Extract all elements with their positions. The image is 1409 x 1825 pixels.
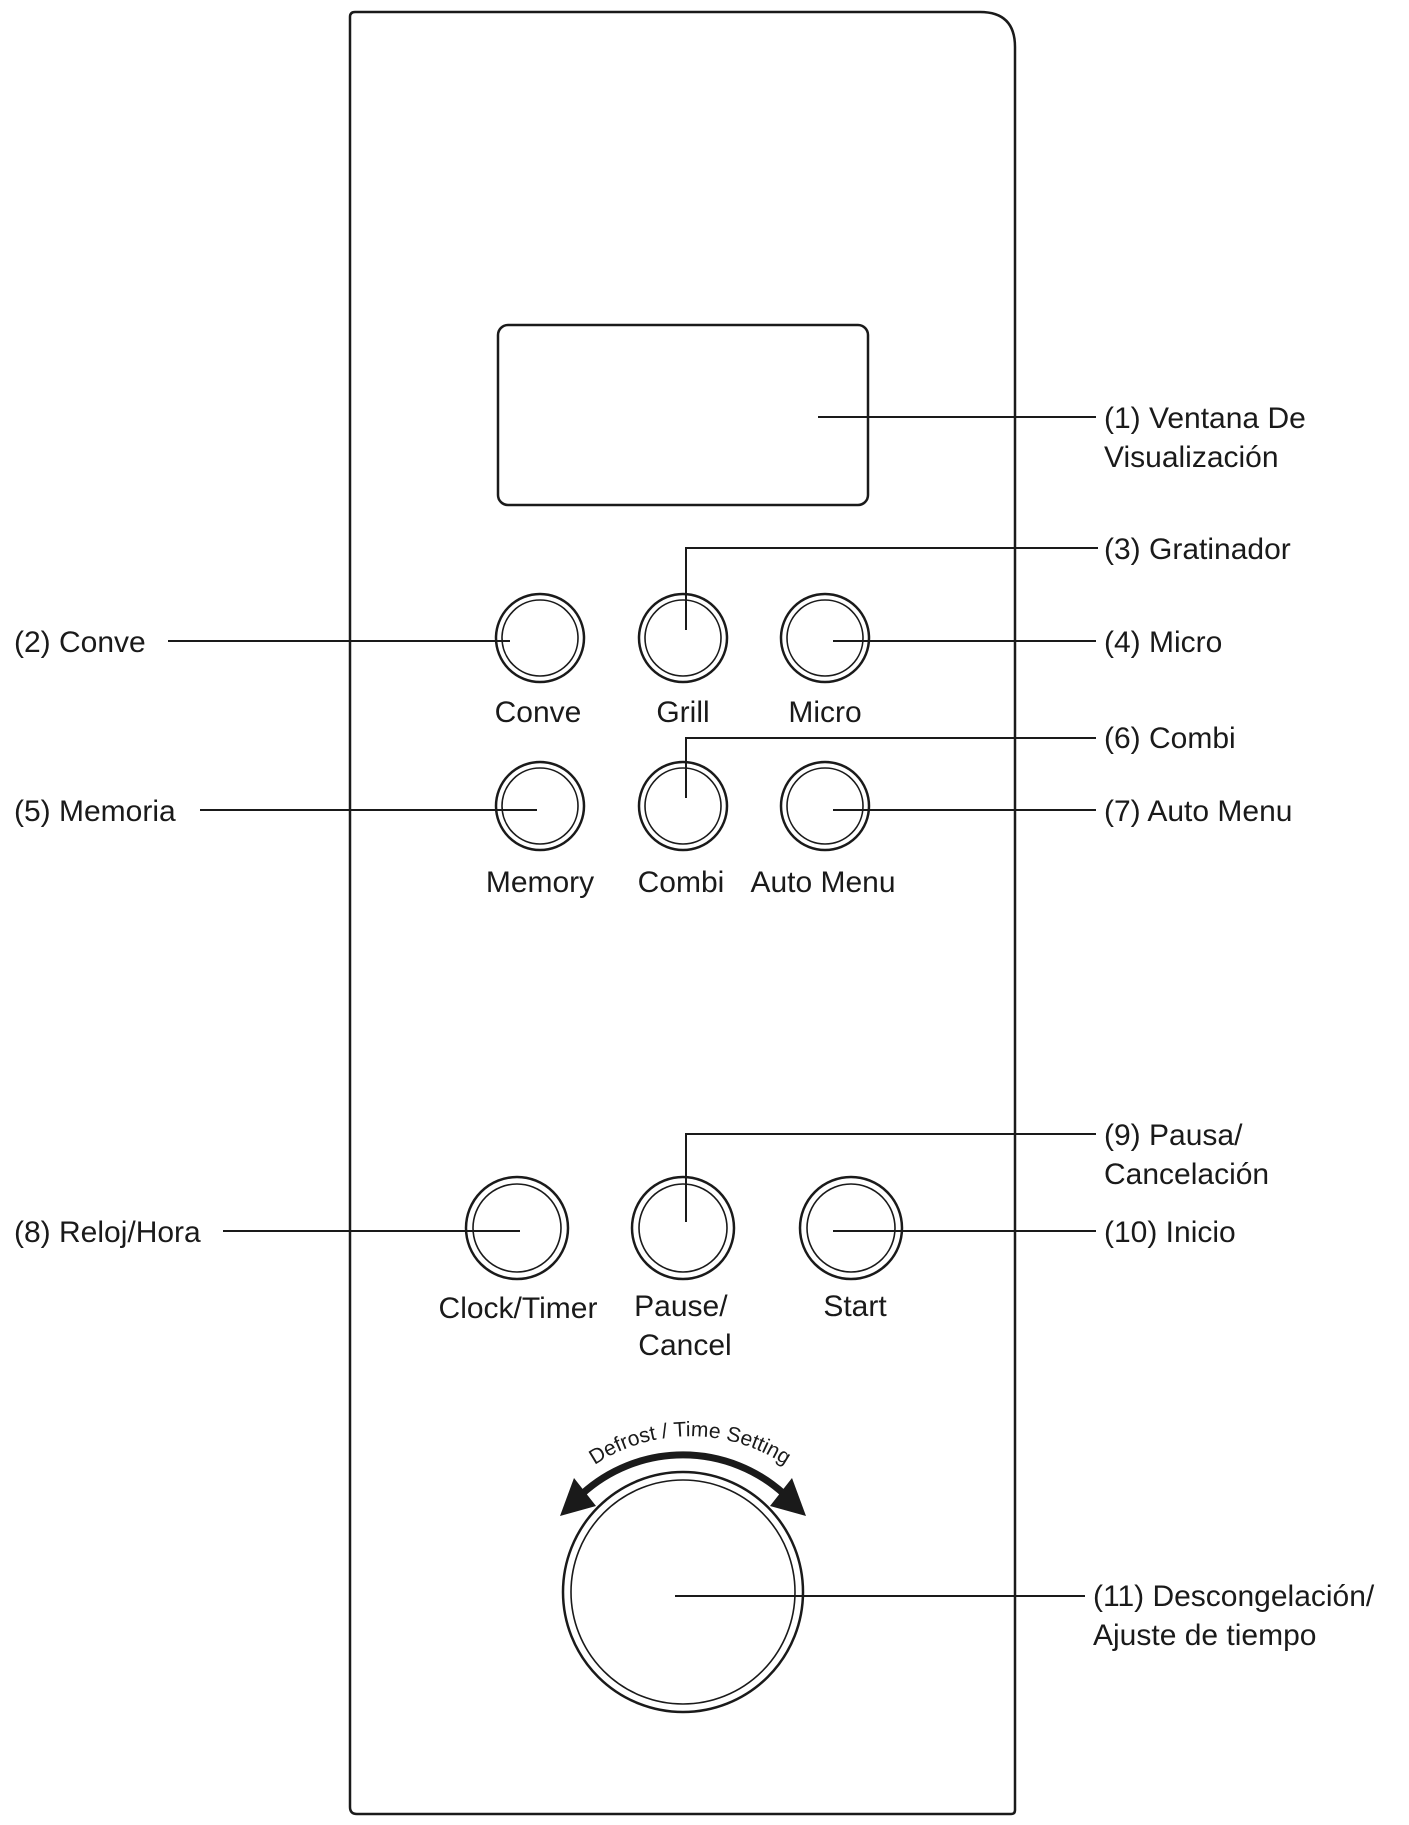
start-label: Start <box>823 1290 887 1323</box>
callout-10: (10) Inicio <box>1104 1216 1236 1249</box>
callout-8: (8) Reloj/Hora <box>14 1216 201 1249</box>
micro-label: Micro <box>788 696 861 729</box>
clock-timer-button[interactable] <box>464 1175 570 1281</box>
callout-5: (5) Memoria <box>14 795 176 828</box>
callout-4: (4) Micro <box>1104 626 1222 659</box>
defrost-time-dial[interactable] <box>561 1470 805 1714</box>
dial-arrow-right-icon <box>770 1478 806 1516</box>
pause-cancel-label: Pause/ Cancel <box>634 1290 736 1362</box>
auto-menu-label: Auto Menu <box>750 866 895 899</box>
callout-6: (6) Combi <box>1104 722 1236 755</box>
micro-button[interactable] <box>779 592 871 684</box>
leader-c9 <box>685 1133 1096 1222</box>
callout-1: (1) Ventana De Visualización <box>1104 402 1314 474</box>
grill-label: Grill <box>656 696 709 729</box>
conve-button[interactable] <box>494 592 586 684</box>
conve-label: Conve <box>495 696 582 729</box>
combi-label: Combi <box>638 866 725 899</box>
pause-cancel-button[interactable] <box>630 1175 736 1281</box>
callout-11: (11) Descongelación/ Ajuste de tiempo <box>1093 1580 1383 1652</box>
leader-c6 <box>685 737 1096 798</box>
clock-timer-label: Clock/Timer <box>439 1292 598 1325</box>
dial-arrow-left-icon <box>560 1478 596 1516</box>
callout-7: (7) Auto Menu <box>1104 795 1292 828</box>
dial-rotation-arc <box>579 1451 787 1497</box>
auto-menu-button[interactable] <box>779 760 871 852</box>
display-window <box>496 323 870 507</box>
callout-2: (2) Conve <box>14 626 146 659</box>
memory-label: Memory <box>486 866 594 899</box>
callout-3: (3) Gratinador <box>1104 533 1291 566</box>
memory-button[interactable] <box>494 760 586 852</box>
combi-button[interactable] <box>637 760 729 852</box>
grill-button[interactable] <box>637 592 729 684</box>
callout-9: (9) Pausa/ Cancelación <box>1104 1119 1269 1191</box>
leader-c3 <box>685 547 1098 630</box>
start-button[interactable] <box>798 1175 904 1281</box>
